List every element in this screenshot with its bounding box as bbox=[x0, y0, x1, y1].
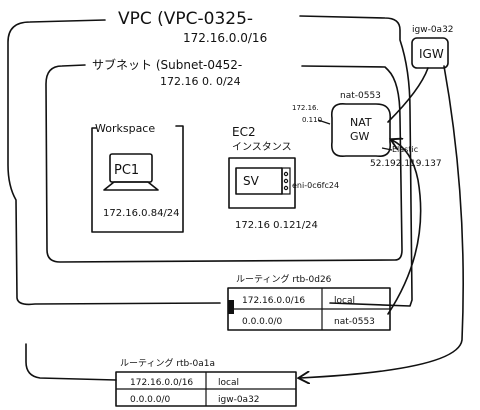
ec2-ip: 172.16 0.121/24 bbox=[235, 220, 318, 231]
public-route-table bbox=[115, 371, 297, 407]
private-rt-row1-destination: 172.16.0.0/16 bbox=[242, 296, 305, 306]
nat-id: nat-0553 bbox=[340, 91, 381, 101]
nat-label-line2: GW bbox=[350, 130, 370, 143]
ec2-title-line2: インスタンス bbox=[232, 141, 292, 153]
public-rt-row1-destination: 172.16.0.0/16 bbox=[130, 378, 193, 388]
public-rt-row2-destination: 0.0.0.0/0 bbox=[130, 395, 171, 405]
igw-box bbox=[411, 37, 449, 69]
eni-icon bbox=[281, 167, 291, 195]
nat-elastic-ip: 52.192.119.137 bbox=[370, 159, 442, 169]
pc-ip: 172.16.0.84/24 bbox=[103, 208, 180, 219]
igw-label: IGW bbox=[419, 47, 444, 61]
public-rt-row1-target: local bbox=[218, 378, 239, 388]
private-rt-row1-target: local bbox=[334, 296, 355, 306]
igw-to-public-rt-line bbox=[300, 65, 464, 378]
vpc-cidr: 172.16.0.0/16 bbox=[183, 31, 267, 45]
private-route-table bbox=[227, 287, 391, 331]
server-label: SV bbox=[243, 174, 260, 188]
vpc-boundary bbox=[7, 15, 413, 307]
pc-icon bbox=[103, 153, 159, 191]
nat-label-line1: NAT bbox=[350, 116, 372, 129]
pc-label: PC1 bbox=[114, 163, 139, 178]
public-rt-row2-target: igw-0a32 bbox=[218, 395, 260, 405]
private-rt-row2-target: nat-0553 bbox=[334, 317, 375, 327]
nat-private-ip-leader bbox=[317, 119, 331, 125]
nat-private-ip-line2: 0.110 bbox=[302, 116, 322, 124]
nat-private-ip-line1: 172.16. bbox=[292, 104, 319, 112]
private-rt-title: ルーティング rtb-0d26 bbox=[236, 273, 332, 285]
workspace-title: Workspace bbox=[95, 122, 155, 135]
public-rt-to-subnet-line bbox=[25, 343, 117, 381]
subnet-boundary bbox=[45, 64, 403, 263]
ec2-box bbox=[228, 157, 296, 209]
vpc-title: VPC (VPC-0325- bbox=[118, 9, 253, 29]
private-rt-to-nat-line bbox=[387, 140, 422, 315]
igw-id: igw-0a32 bbox=[412, 25, 454, 35]
private-rt-row2-destination: 0.0.0.0/0 bbox=[242, 317, 283, 327]
ec2-title-line1: EC2 bbox=[232, 125, 256, 139]
public-rt-title: ルーティング rtb-0a1a bbox=[120, 357, 215, 369]
nat-to-igw-line bbox=[387, 67, 429, 123]
workspace-box bbox=[91, 125, 184, 233]
subnet-cidr: 172.16 0. 0/24 bbox=[160, 75, 241, 88]
eni-id: eni-0c6fc24 bbox=[292, 181, 339, 190]
subnet-title: サブネット (Subnet-0452- bbox=[92, 57, 242, 72]
